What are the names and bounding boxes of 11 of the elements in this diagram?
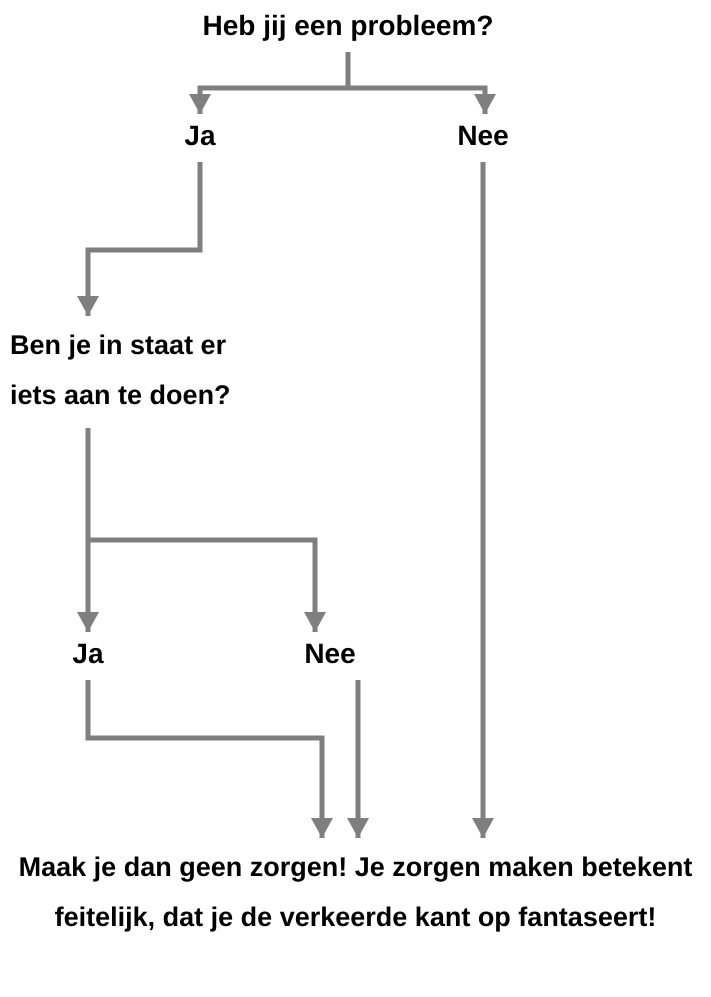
flow-label: Ja — [48, 636, 128, 672]
flow-label: Ja — [160, 118, 240, 154]
arrow — [77, 162, 202, 316]
flow-label: Nee — [290, 636, 370, 672]
flow-label: Heb jij een probleem? — [148, 8, 548, 44]
arrow — [472, 162, 494, 838]
flow-label: Nee — [433, 118, 533, 154]
flow-label: Maak je dan geen zorgen! Je zorgen maken betekent feitelijk, dat je de verkeerde kant op fantaseert! — [10, 842, 701, 942]
arrow — [347, 680, 369, 838]
flow-label: Ben je in staat er iets aan te doen? — [10, 320, 250, 420]
arrow — [86, 680, 333, 838]
